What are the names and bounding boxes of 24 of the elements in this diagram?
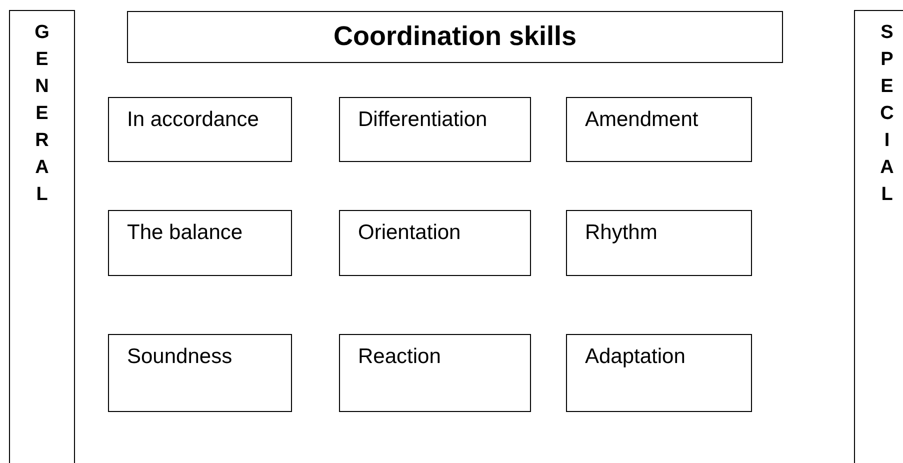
vertical-label: SPECIAL <box>879 21 895 207</box>
vertical-label: GENERAL <box>34 21 50 207</box>
skill-label: The balance <box>127 221 243 245</box>
skill-label: Reaction <box>358 345 441 369</box>
skill-box <box>108 97 292 162</box>
skill-box <box>339 210 531 276</box>
skill-label: In accordance <box>127 108 259 132</box>
skill-box <box>566 97 752 162</box>
skill-box <box>339 334 531 412</box>
skill-label: Rhythm <box>585 221 658 245</box>
skill-box <box>339 97 531 162</box>
skill-box <box>108 334 292 412</box>
side-band <box>854 10 903 463</box>
skill-box <box>566 334 752 412</box>
skill-box <box>566 210 752 276</box>
skill-label: Differentiation <box>358 108 488 132</box>
skill-label: Amendment <box>585 108 698 132</box>
skill-label: Orientation <box>358 221 461 245</box>
skill-label: Adaptation <box>585 345 686 369</box>
side-band <box>9 10 75 463</box>
skill-label: Soundness <box>127 345 232 369</box>
title-text: Coordination skills <box>332 20 578 53</box>
title-box <box>127 11 783 63</box>
skill-box <box>108 210 292 276</box>
